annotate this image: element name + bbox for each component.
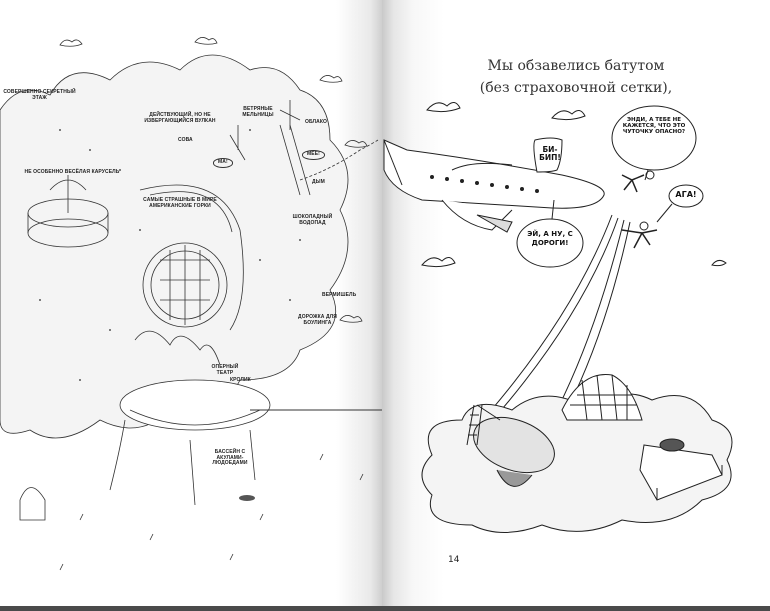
label-chocolate-waterfall: ШОКОЛАДНЫЙ ВОДОПАД [292,214,333,226]
label-shark-pool: БАССЕЙН С АКУЛАМИ-ЛЮДОЕДАМИ [212,449,248,466]
bubble-pilot: ЭЙ, А НУ, С ДОРОГИ! [527,230,573,248]
label-roller-coaster: САМЫЕ СТРАШНЫЕ В МИРЕ АМЕРИКАНСКИЕ ГОРКИ [143,197,217,209]
label-bowling-lane: ДОРОЖКА ДЛЯ БОУЛИНГА [298,314,337,326]
page-number: 14 [448,555,460,565]
trampoline-illustration [383,102,733,533]
viewer-bottom-edge [0,606,770,611]
left-page: СОВЕРШЕННО СЕКРЕТНЫЙ ЭТАЖ ДЕЙСТВУЮЩИЙ, Н… [0,0,382,606]
bubble-answer: АГА! [675,190,697,199]
label-opera-house: ОПЕРНЫЙ ТЕАТР [211,364,239,376]
caption-line-1: Мы обзавелись батутом [487,58,665,74]
bubble-beep: БИ-БИП! [539,145,561,162]
caption-line-2: (без страховочной сетки), [479,80,673,96]
amusement-park-illustration [0,37,382,571]
label-vermicelli: ВЕРМИШЕЛЬ [322,292,357,298]
label-rabbit: КРОЛИК [230,377,251,383]
bubble-mee: МЕЕ! [302,150,325,160]
right-page: Мы обзавелись батутом (без страховочной … [382,0,770,606]
label-owl: СОВА [178,137,193,143]
bubble-question: ЭНДИ, А ТЕБЕ НЕ КАЖЕТСЯ, ЧТО ЭТО ЧУТОЧКУ… [622,117,686,135]
label-carousel: НЕ ОСОБЕННО ВЕСЁЛАЯ КАРУСЕЛЬ [24,169,120,175]
label-secret-floor: СОВЕРШЕННО СЕКРЕТНЫЙ ЭТАЖ [3,89,76,101]
label-windmills: ВЕТРЯНЫЕ МЕЛЬНИЦЫ [242,106,274,118]
label-cloud: ОБЛАКО [305,119,328,125]
label-smoke: ДЫМ [312,179,325,185]
label-volcano: ДЕЙСТВУЮЩИЙ, НО НЕ ИЗВЕРГАЮЩИЙСЯ ВУЛКАН [144,112,216,124]
bubble-ma: МА! [213,158,233,168]
